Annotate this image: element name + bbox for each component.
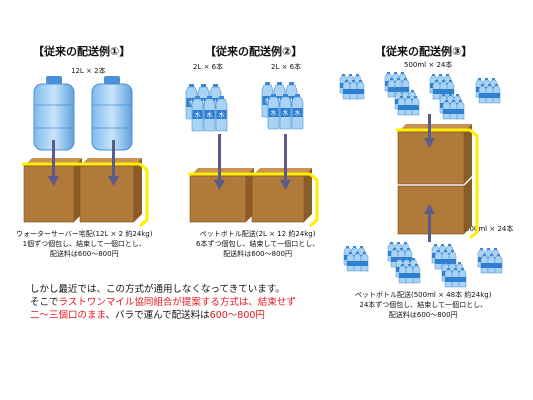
bottle-group-2l-left [185, 83, 228, 132]
box-pair-1 [22, 158, 149, 228]
label-12l-x2: 12L × 2本 [71, 67, 106, 75]
caption-example-3: ペットボトル配送(500ml × 48本 約24kg) 24本ずつ個包し、結束し… [355, 291, 492, 319]
arrow-down-2a [214, 134, 225, 190]
title-example-1: 【従来の配送例①】 [33, 45, 131, 58]
arrow-down-3 [424, 114, 435, 148]
title-example-2: 【従来の配送例②】 [205, 45, 303, 58]
arrow-down-2b [280, 134, 291, 190]
label-500ml-x24-bottom: 500ml × 24本 [465, 225, 514, 233]
arrow-up-3 [424, 204, 435, 242]
bottle-packs-top [340, 72, 500, 119]
explanatory-note: しかし最近では、この方式が通用しなくなってきています。 そこでラストワンマイル協… [30, 284, 296, 321]
bottle-packs-bottom [344, 242, 502, 287]
label-2l-x6-left: 2L × 6本 [193, 63, 224, 71]
water-jug-left [33, 76, 75, 151]
box-stack-3 [396, 124, 479, 240]
box-pair-2 [188, 168, 319, 228]
arrow-down-1b [108, 140, 119, 186]
caption-example-1: ウォーターサーバー宅配(12L × 2 約24kg) 1個ずつ個包し、結束して一… [16, 230, 153, 258]
title-example-3: 【従来の配送例③】 [375, 45, 473, 58]
label-2l-x6-right: 2L × 6本 [271, 63, 302, 71]
label-500ml-x24-top: 500ml × 24本 [404, 61, 453, 69]
caption-example-2: ペットボトル配送(2L × 12 約24kg) 6本ずつ個包し、結束して一個口と… [196, 230, 320, 258]
arrow-down-1a [48, 140, 59, 186]
water-jug-right [91, 76, 133, 151]
bottle-group-2l-right [261, 81, 304, 130]
